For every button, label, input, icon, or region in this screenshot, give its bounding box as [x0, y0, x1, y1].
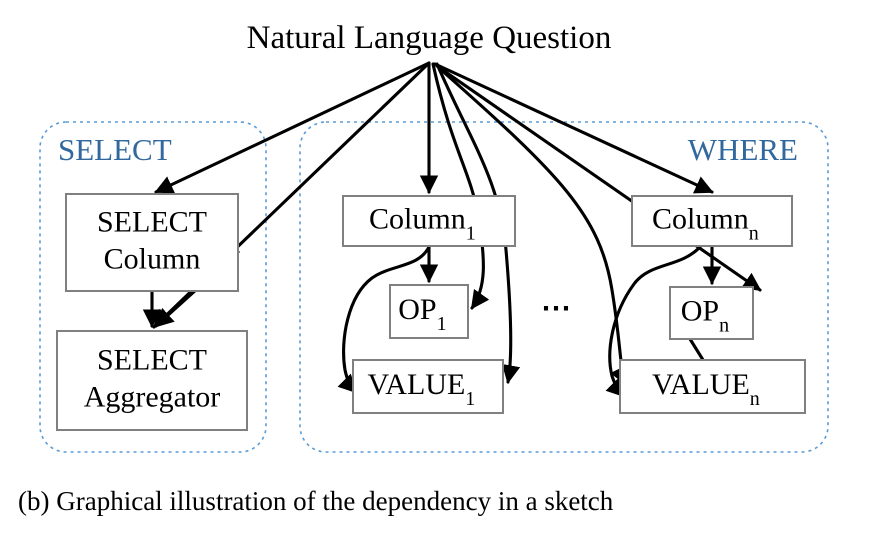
- edge-root-to-column-n: [433, 62, 714, 194]
- node-subscript-op-1: 1: [437, 313, 447, 335]
- node-box-select-aggregator[interactable]: [56, 330, 248, 431]
- node-box-column-n[interactable]: [631, 195, 793, 247]
- edge-column-1-to-value-1: [337, 245, 431, 394]
- edge-column-n-to-value-n: [605, 245, 702, 398]
- edge-root-to-value-n: [437, 66, 628, 386]
- edge-root-to-op-n: [435, 64, 762, 292]
- node-value-n[interactable]: VALUEn: [619, 359, 806, 414]
- group-label-where-group: WHERE: [688, 132, 798, 167]
- node-op-n[interactable]: OPn: [669, 286, 754, 340]
- group-border-select-group: [39, 121, 267, 453]
- edges-layer: [142, 61, 762, 398]
- node-box-select-column[interactable]: [65, 193, 239, 292]
- node-box-value-1[interactable]: [352, 359, 504, 414]
- group-select-group: SELECT: [39, 121, 267, 453]
- figure-title: Natural Language Question: [247, 20, 612, 56]
- node-box-op-n[interactable]: [669, 286, 754, 340]
- edge-root-to-select-column: [154, 61, 431, 194]
- node-box-column-1[interactable]: [342, 195, 516, 247]
- node-column-1[interactable]: Column1: [342, 195, 516, 247]
- node-box-op-1[interactable]: [389, 284, 469, 339]
- node-value-1[interactable]: VALUE1: [352, 359, 504, 414]
- nodes-layer: SELECTColumnSELECTAggregatorColumn1OP1VA…: [56, 193, 806, 431]
- group-containers: SELECT WHERE: [39, 121, 829, 453]
- node-box-value-n[interactable]: [619, 359, 806, 414]
- node-subscript-value-1: 1: [465, 388, 475, 410]
- node-subscript-op-n: n: [719, 315, 729, 337]
- group-label-select-group: SELECT: [58, 132, 172, 167]
- node-op-1[interactable]: OP1: [389, 284, 469, 339]
- node-subscript-value-n: n: [750, 388, 760, 410]
- node-label-select-column: SELECT: [97, 206, 207, 239]
- node-label-select-aggregator: Aggregator: [84, 380, 221, 413]
- node-column-n[interactable]: Columnn: [631, 195, 793, 247]
- node-label-select-aggregator: SELECT: [97, 344, 207, 377]
- node-subscript-column-n: n: [749, 223, 759, 245]
- node-subscript-column-1: 1: [466, 223, 476, 245]
- ellipsis-separator: ⋯: [541, 292, 571, 325]
- figure-caption: (b) Graphical illustration of the depend…: [18, 486, 614, 516]
- node-label-select-column: Column: [104, 242, 201, 275]
